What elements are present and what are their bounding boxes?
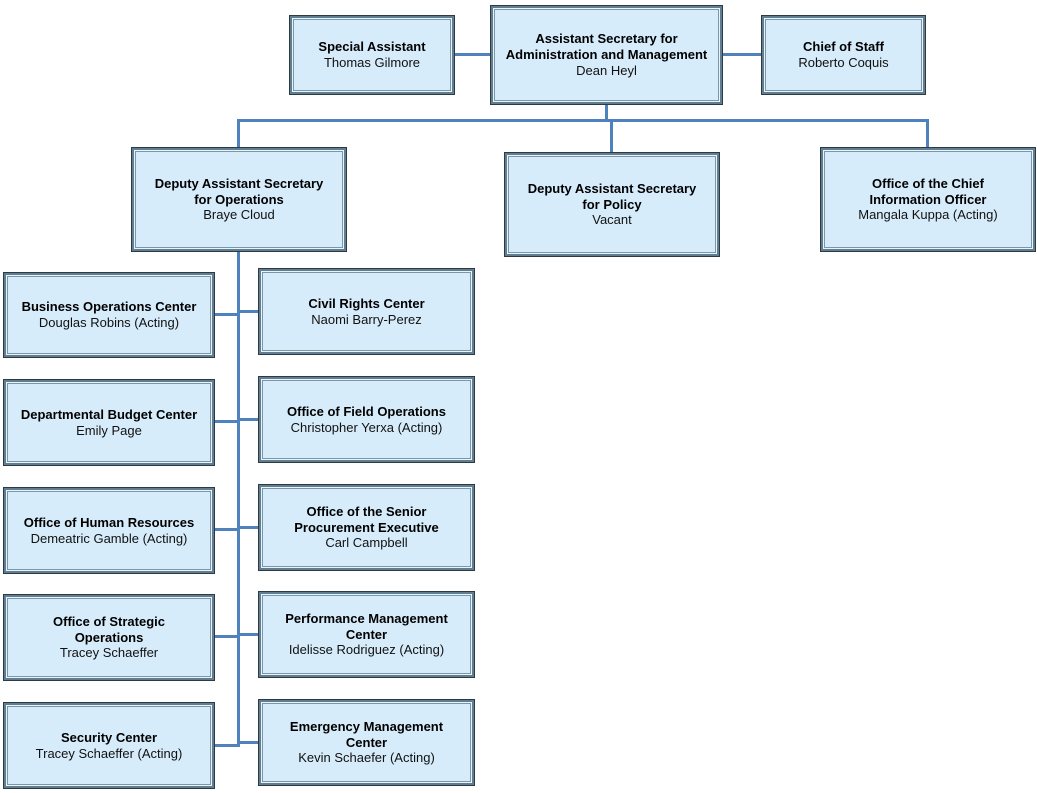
node-person: Thomas Gilmore (323, 55, 421, 70)
node-title: Departmental Budget Center (20, 406, 198, 422)
node-person: Naomi Barry-Perez (311, 311, 422, 327)
node-person: Christopher Yerxa (Acting) (290, 419, 443, 435)
node-person: Demeatric Gamble (Acting) (30, 530, 188, 546)
node-person: Vacant (592, 212, 632, 228)
node-title: Office of the Senior Procurement Executi… (294, 503, 439, 535)
connector-root-to-chief-of-staff (719, 53, 765, 56)
node-person: Tracey Schaeffer (59, 645, 159, 661)
node-title: Office of the Chief Information Officer (869, 175, 987, 207)
connector-stub-civil-rights (237, 310, 262, 313)
node-title: Office of Strategic Operations (53, 613, 165, 645)
node-title: Office of Field Operations (287, 403, 446, 419)
org-node-deputy-policy: Deputy Assistant Secretary for Policy Va… (508, 156, 716, 253)
org-node-civil-rights-center: Civil Rights Center Naomi Barry-Perez (262, 272, 471, 351)
org-node-departmental-budget-center: Departmental Budget Center Emily Page (7, 383, 211, 462)
org-node-performance-management-center: Performance Management Center Idelisse R… (262, 595, 471, 674)
connector-special-assistant-to-root (455, 53, 494, 56)
node-person: Douglas Robins (Acting) (38, 315, 180, 330)
node-person: Mangala Kuppa (Acting) (858, 207, 998, 223)
node-title: Security Center (60, 729, 158, 745)
node-title: Chief of Staff (803, 39, 884, 55)
connector-operations-trunk (237, 250, 240, 747)
org-node-ocio: Office of the Chief Information Officer … (824, 151, 1032, 248)
org-node-security-center: Security Center Tracey Schaeffer (Acting… (7, 706, 211, 785)
node-title: Emergency Management Center (289, 718, 444, 750)
org-node-emergency-management-center: Emergency Management Center Kevin Schaef… (262, 703, 471, 782)
connector-stub-departmental-budget (213, 420, 240, 423)
connector-stub-business-operations (213, 313, 240, 316)
node-title: Business Operations Center (21, 299, 197, 315)
node-title: Special Assistant (318, 39, 426, 55)
node-title: Deputy Assistant Secretary for Operation… (154, 175, 324, 207)
connector-drop-ocio (926, 119, 929, 149)
connector-level2-horizontal (237, 119, 929, 122)
connector-stub-emergency-management (237, 741, 262, 744)
connector-drop-operations (237, 119, 240, 149)
node-title: Deputy Assistant Secretary for Policy (527, 180, 697, 212)
node-title: Civil Rights Center (308, 295, 425, 311)
connector-root-drop (605, 103, 608, 121)
org-node-business-operations-center: Business Operations Center Douglas Robin… (7, 276, 211, 354)
org-node-assistant-secretary: Assistant Secretary for Administration a… (494, 9, 719, 101)
org-node-office-human-resources: Office of Human Resources Demeatric Gamb… (7, 491, 211, 570)
org-node-office-field-operations: Office of Field Operations Christopher Y… (262, 380, 471, 459)
node-person: Idelisse Rodriguez (Acting) (288, 642, 445, 658)
node-person: Kevin Schaefer (Acting) (298, 750, 435, 766)
connector-drop-policy (610, 119, 613, 154)
org-node-senior-procurement-executive: Office of the Senior Procurement Executi… (262, 488, 471, 567)
node-title: Performance Management Center (285, 610, 448, 642)
org-node-special-assistant: Special Assistant Thomas Gilmore (293, 19, 451, 91)
connector-stub-field-operations (237, 418, 262, 421)
connector-stub-human-resources (213, 528, 240, 531)
connector-stub-performance-management (237, 633, 262, 636)
connector-stub-senior-procurement (237, 526, 262, 529)
org-node-chief-of-staff: Chief of Staff Roberto Coquis (765, 19, 922, 91)
connector-stub-security-center (213, 744, 240, 747)
node-person: Dean Heyl (576, 62, 637, 78)
org-node-deputy-operations: Deputy Assistant Secretary for Operation… (135, 151, 343, 248)
node-person: Carl Campbell (325, 535, 408, 551)
connector-stub-strategic-operations (213, 635, 240, 638)
node-person: Braye Cloud (203, 207, 275, 223)
node-person: Emily Page (76, 422, 142, 438)
node-title: Assistant Secretary for Administration a… (505, 31, 708, 63)
node-title: Office of Human Resources (23, 514, 195, 530)
org-node-office-strategic-operations: Office of Strategic Operations Tracey Sc… (7, 598, 211, 677)
node-person: Roberto Coquis (798, 55, 889, 70)
node-person: Tracey Schaeffer (Acting) (35, 745, 183, 761)
